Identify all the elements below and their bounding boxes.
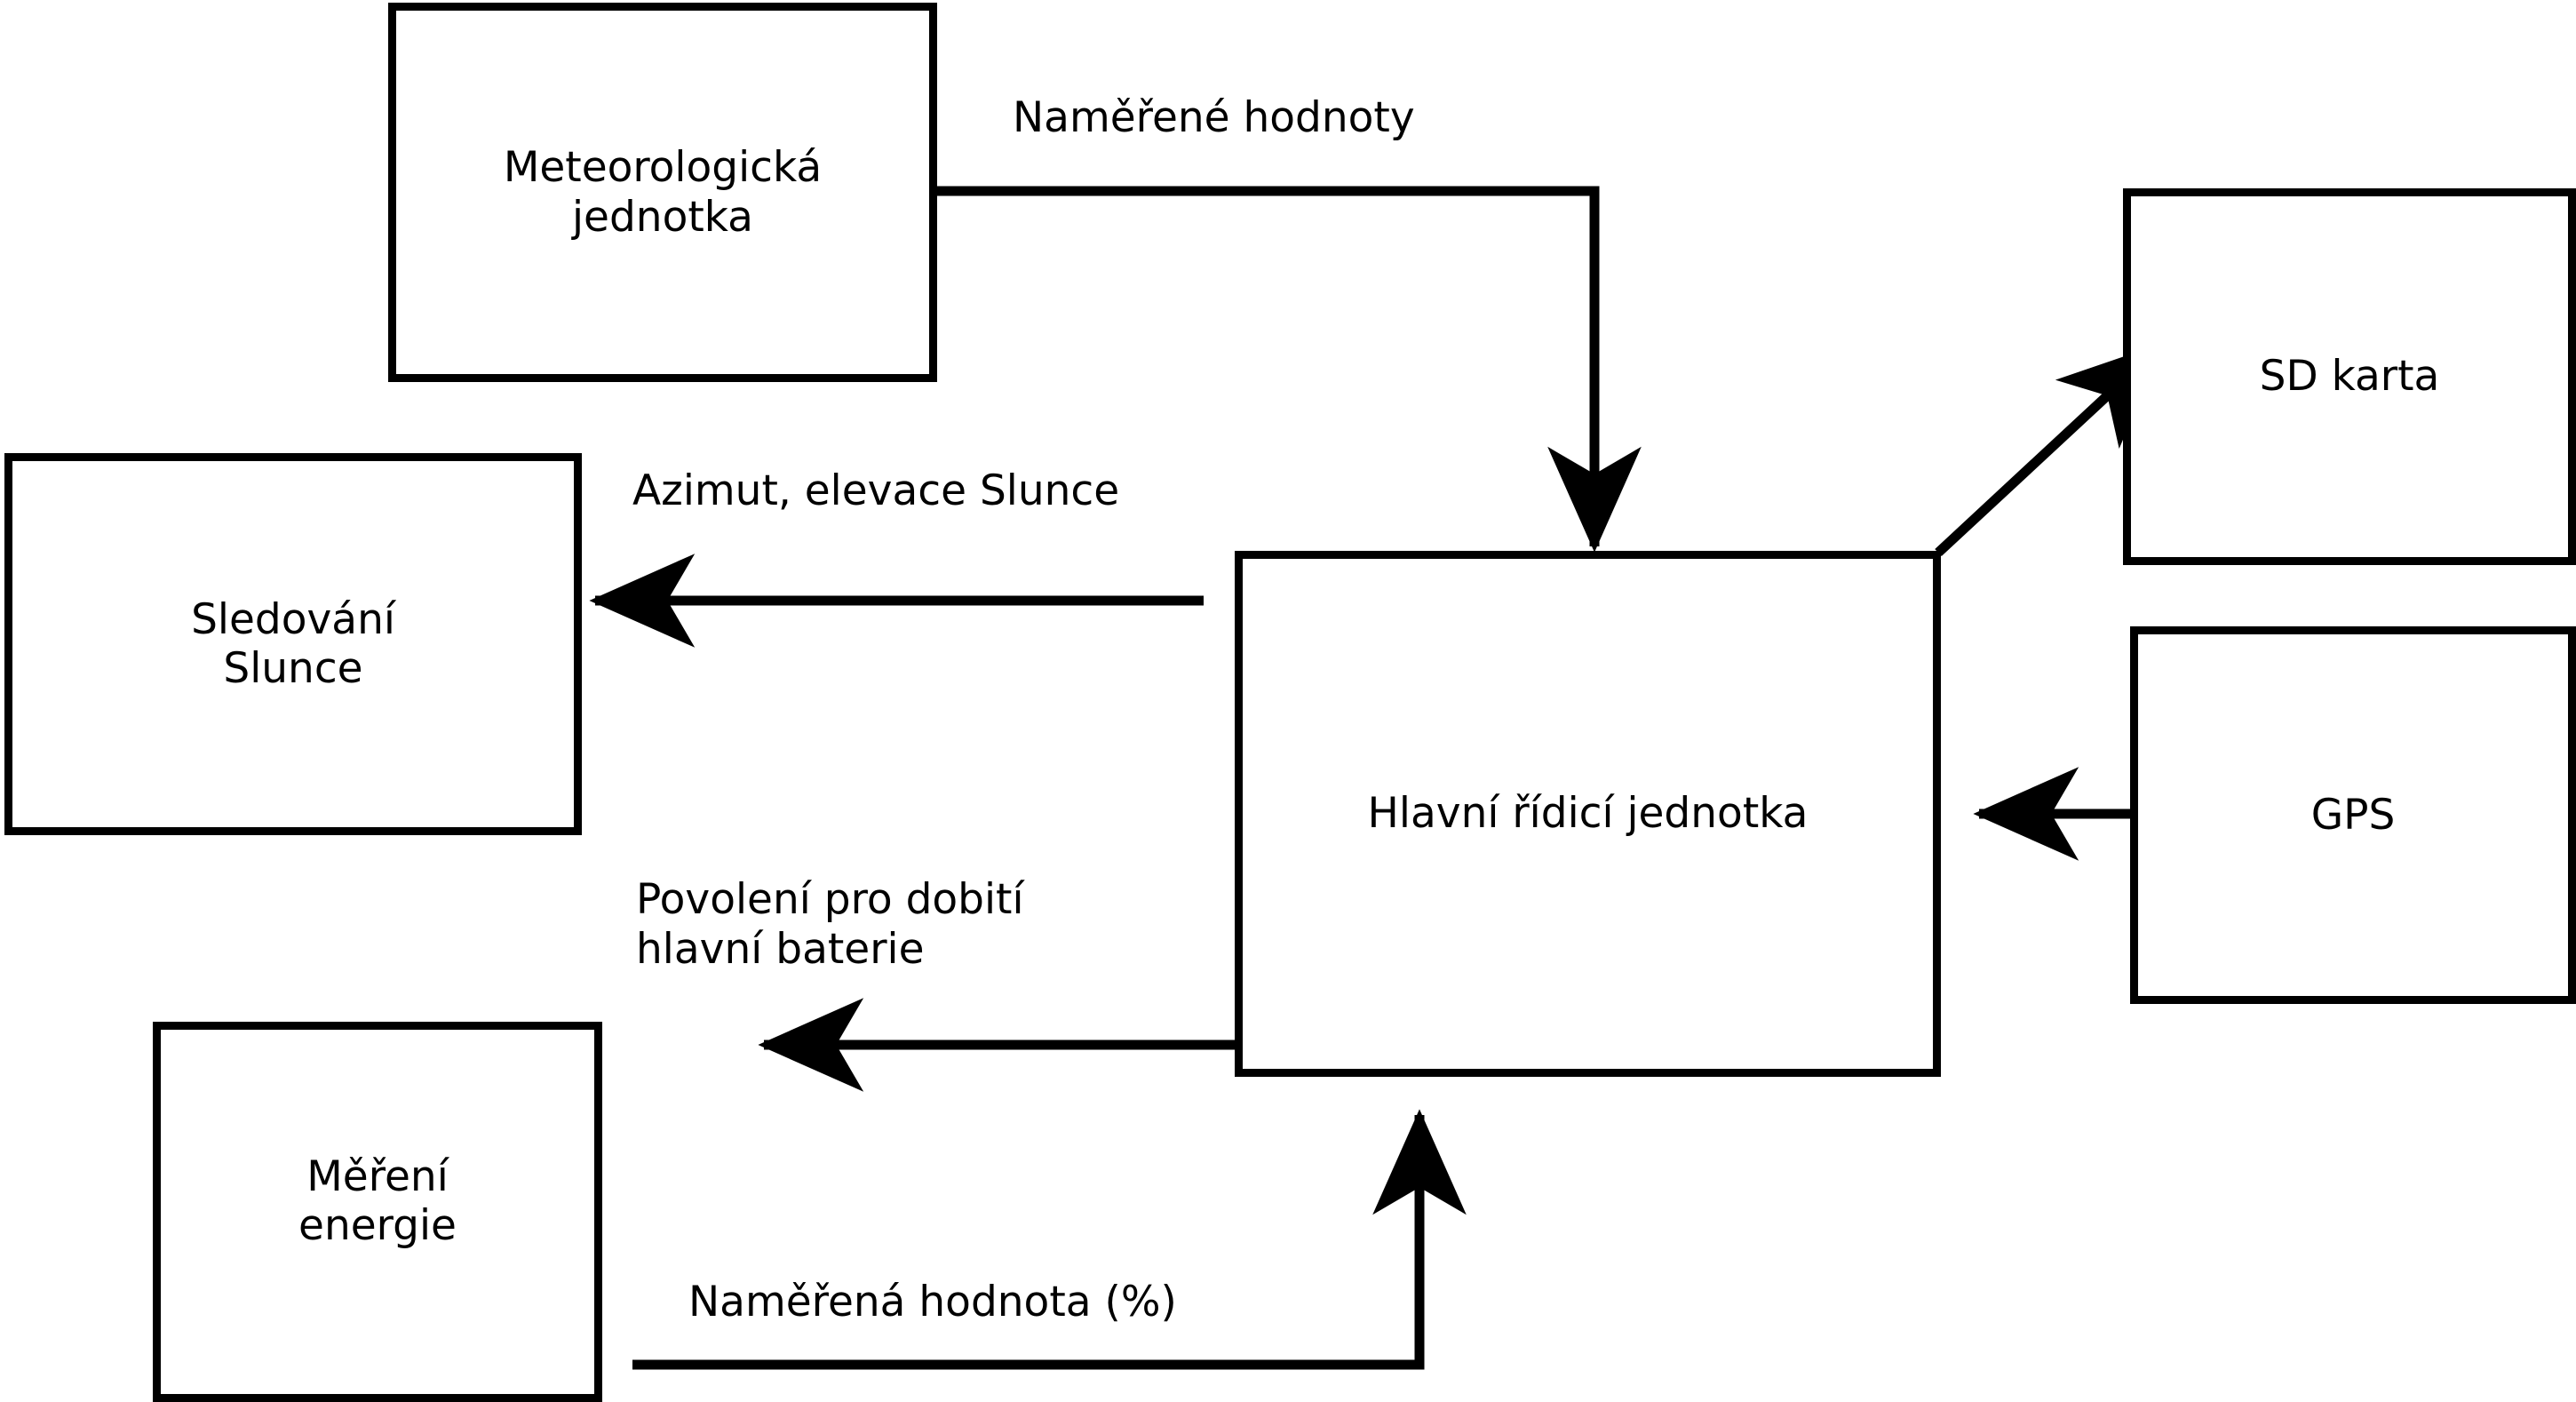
node-meteorologicka-jednotka[interactable]: Meteorologická jednotka xyxy=(388,3,937,382)
node-label-mereni-energie: Měření energie xyxy=(298,1151,457,1250)
node-sledovani-slunce[interactable]: Sledování Slunce xyxy=(4,453,582,835)
edge-label-namerena-hodnota-procenta: Naměřená hodnota (%) xyxy=(688,1278,1177,1326)
node-gps[interactable]: GPS xyxy=(2130,626,2576,1004)
edge-label-azimut-elevace-slunce: Azimut, elevace Slunce xyxy=(632,466,1120,515)
node-label-gps: GPS xyxy=(2310,790,2396,840)
node-label-sd-karta: SD karta xyxy=(2259,352,2440,402)
edge-label-povoleni-pro-dobiti: Povolení pro dobití hlavní baterie xyxy=(636,875,1024,975)
edge-energy-to-main xyxy=(632,1109,1467,1370)
edge-meteo-to-main xyxy=(937,186,1642,553)
node-hlavni-ridici-jednotka[interactable]: Hlavní řídicí jednotka xyxy=(1235,551,1941,1077)
edge-label-namerene-hodnoty: Naměřené hodnoty xyxy=(1013,93,1415,142)
node-label-hlavni-ridici-jednotka: Hlavní řídicí jednotka xyxy=(1367,789,1809,839)
node-label-sledovani-slunce: Sledování Slunce xyxy=(191,594,395,693)
node-mereni-energie[interactable]: Měření energie xyxy=(153,1022,602,1402)
node-sd-karta[interactable]: SD karta xyxy=(2123,188,2576,565)
node-label-meteorologicka-jednotka: Meteorologická jednotka xyxy=(503,143,823,242)
